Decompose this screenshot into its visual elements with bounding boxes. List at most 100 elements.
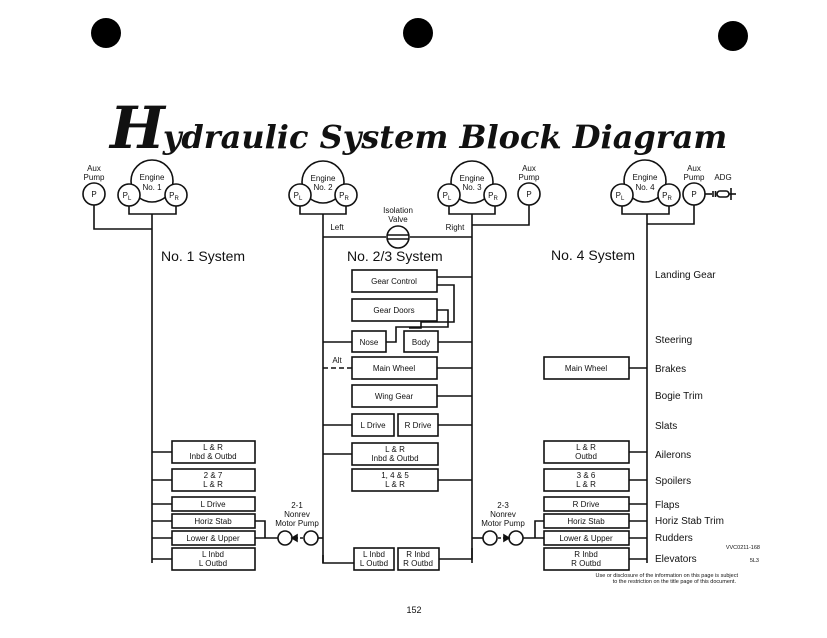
engine-2-pl: PL xyxy=(294,191,303,202)
isolation-valve-icon xyxy=(386,225,410,249)
function-bogie-trim: Bogie Trim xyxy=(655,391,703,402)
wing-gear-label: Wing Gear xyxy=(375,392,414,401)
l-drive-23-label: L Drive xyxy=(360,421,386,430)
system-4-heading: No. 4 System xyxy=(551,247,635,263)
engine-4-group xyxy=(610,159,706,563)
ailerons-4-label-2: Outbd xyxy=(575,452,597,461)
elevators-1-label-1: L Inbd xyxy=(202,550,224,559)
motor-pump-21-label-2: Nonrev xyxy=(284,510,310,519)
engine-1-pr: PR xyxy=(169,191,179,202)
elev-r-23-label-1: R Inbd xyxy=(406,550,430,559)
function-elevators: Elevators xyxy=(655,554,697,565)
ailerons-4-label-1: L & R xyxy=(576,443,596,452)
body-label: Body xyxy=(412,338,430,347)
engine-3-group xyxy=(437,160,541,226)
function-flaps: Flaps xyxy=(655,500,679,511)
engine-3-pump-left xyxy=(437,183,461,207)
spoilers-1-label-1: 2 & 7 xyxy=(204,471,223,480)
motor-pump-21-label-1: 2-1 xyxy=(291,501,303,510)
engine-4-circle xyxy=(623,159,667,203)
system-1-heading: No. 1 System xyxy=(161,248,245,264)
aux-pump-3-label: Aux xyxy=(522,164,536,173)
aux-pump-1-p: P xyxy=(91,190,96,199)
function-spoilers: Spoilers xyxy=(655,476,691,487)
document-code: VVC0211-168 xyxy=(726,545,760,551)
isolation-valve-label2: Valve xyxy=(388,215,408,224)
spoilers-4-label-2: L & R xyxy=(576,480,596,489)
document-revision: 5L3 xyxy=(750,558,759,564)
elevators-4-label-2: R Outbd xyxy=(571,559,601,568)
engine-2-pump-left xyxy=(288,183,312,207)
engine-4-pr: PR xyxy=(662,191,672,202)
rudders-1-label: Lower & Upper xyxy=(186,534,240,543)
disclaimer-line-1: Use or disclosure of the information on … xyxy=(596,573,739,579)
title-rest: ydraulic System Block Diagram xyxy=(162,118,727,156)
engine-2-circle xyxy=(301,160,345,204)
horiz-stab-1-label: Horiz Stab xyxy=(194,517,232,526)
flaps-4-label: R Drive xyxy=(573,500,600,509)
alt-label: Alt xyxy=(332,356,342,365)
horiz-stab-4-label: Horiz Stab xyxy=(567,517,605,526)
r-drive-23-label: R Drive xyxy=(405,421,432,430)
main-wheel-4-label: Main Wheel xyxy=(565,364,607,373)
engine-4-label: Engine xyxy=(633,173,658,182)
spoilers-4-label-1: 3 & 6 xyxy=(577,471,596,480)
elev-l-23-label-1: L Inbd xyxy=(363,550,385,559)
page-number: 152 xyxy=(406,605,421,615)
title-initial: H xyxy=(108,94,167,162)
motor-pump-23-label-2: Nonrev xyxy=(490,510,516,519)
engine-4-pump-left xyxy=(610,183,634,207)
elev-r-23-label-2: R Outbd xyxy=(403,559,433,568)
isolation-valve-label: Isolation xyxy=(383,206,413,215)
box-elev-l-23 xyxy=(353,547,395,571)
spoilers-1-label-2: L & R xyxy=(203,480,223,489)
motor-pump-2-3-icon xyxy=(472,530,524,546)
gear-doors-label: Gear Doors xyxy=(373,306,414,315)
function-ailerons: Ailerons xyxy=(655,450,691,461)
engine-4-number: No. 4 xyxy=(635,183,655,192)
flaps-1-label: L Drive xyxy=(200,500,226,509)
elevators-1-label-2: L Outbd xyxy=(199,559,227,568)
box-gear-control xyxy=(351,269,438,293)
nose-label: Nose xyxy=(360,338,379,347)
disclaimer-line-2: to the restriction on the title page of … xyxy=(613,579,737,585)
engine-1-group xyxy=(82,159,188,563)
aux-pump-4-p: P xyxy=(691,190,696,199)
hole-punch-center xyxy=(403,18,433,48)
aux-pump-1-label2: Pump xyxy=(84,173,105,182)
system-23-heading: No. 2/3 System xyxy=(347,248,443,264)
ailerons-23-label-1: L & R xyxy=(385,445,405,454)
engine-1-pump-left xyxy=(117,183,141,207)
left-label: Left xyxy=(330,223,344,232)
engine-3-pr: PR xyxy=(488,191,498,202)
spoilers-23-label-2: L & R xyxy=(385,480,405,489)
function-landing-gear: Landing Gear xyxy=(655,270,716,281)
aux-pump-4-label: Aux xyxy=(687,164,701,173)
engine-1-circle xyxy=(130,159,174,203)
aux-pump-4-label2: Pump xyxy=(684,173,705,182)
right-label: Right xyxy=(446,223,465,232)
motor-pump-21-label-3: Motor Pump xyxy=(275,519,319,528)
engine-1-number: No. 1 xyxy=(142,183,162,192)
main-wheel-23-label: Main Wheel xyxy=(373,364,415,373)
aux-pump-3-p: P xyxy=(526,190,531,199)
elev-l-23-label-2: L Outbd xyxy=(360,559,388,568)
motor-pump-23-label-3: Motor Pump xyxy=(481,519,525,528)
aux-pump-3-label2: Pump xyxy=(519,173,540,182)
engine-3-number: No. 3 xyxy=(462,183,482,192)
page-title: Hydraulic System Block Diagram xyxy=(108,94,727,162)
engine-3-pl: PL xyxy=(443,191,452,202)
engine-1-pl: PL xyxy=(123,191,132,202)
engine-4-pl: PL xyxy=(616,191,625,202)
motor-pump-23-label-1: 2-3 xyxy=(497,501,509,510)
function-steering: Steering xyxy=(655,335,692,346)
adg-label: ADG xyxy=(714,173,731,182)
hole-punch-right xyxy=(718,21,748,51)
motor-pump-2-1-icon xyxy=(277,530,323,546)
function-slats: Slats xyxy=(655,421,677,432)
engine-1-label: Engine xyxy=(140,173,165,182)
engine-3-circle xyxy=(450,160,494,204)
aux-pump-1-label: Aux xyxy=(87,164,101,173)
function-horiz-stab-trim: Horiz Stab Trim xyxy=(655,516,724,527)
